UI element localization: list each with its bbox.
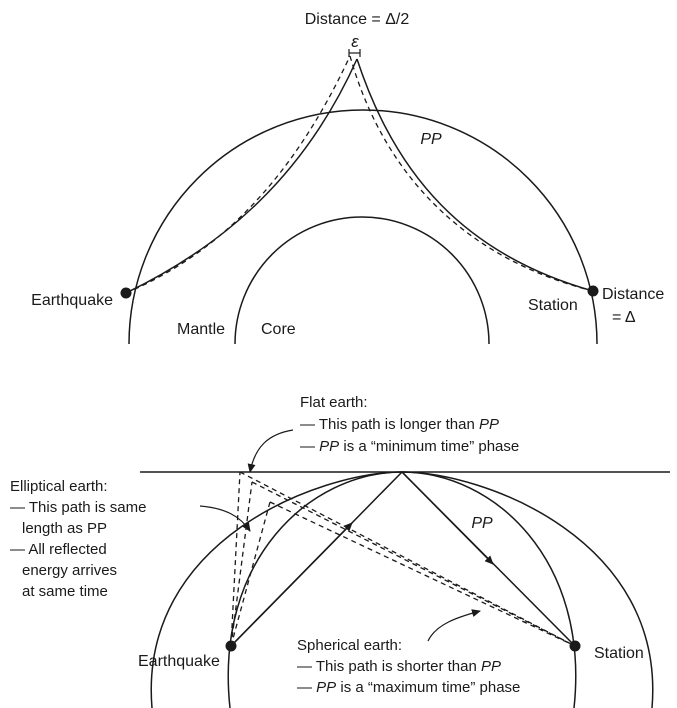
elliptical-earth-line2: length as PP <box>22 520 107 537</box>
flat-earth-title: Flat earth: <box>300 394 368 411</box>
flat-earth-line1: — This path is longer than PP <box>300 416 499 433</box>
elliptical-earth-line5: at same time <box>22 583 108 600</box>
earthquake-label-bottom: Earthquake <box>138 653 220 670</box>
flat-earth-line2: — PP is a “minimum time” phase <box>300 438 519 455</box>
pp-label-bottom: PP <box>471 515 493 532</box>
top-diagram: Distance = Δ/2 ε PP Earthquake Station D… <box>31 11 664 344</box>
elliptical-earth-line3: — All reflected <box>10 541 107 558</box>
earthquake-marker <box>121 288 132 299</box>
bottom-diagram: Flat earth: — This path is longer than P… <box>10 394 670 708</box>
elliptical-earth-title: Elliptical earth: <box>10 478 108 495</box>
dashed-ray-left <box>126 56 350 293</box>
mantle-label: Mantle <box>177 321 225 338</box>
elliptical-earth-line1: — This path is same <box>10 499 146 516</box>
elliptical-earth-pointer <box>200 506 250 531</box>
sphere-path-down <box>270 502 575 646</box>
pp-ray-left <box>126 59 357 293</box>
dashed-ray-right <box>350 56 593 291</box>
pp-ray-right <box>357 59 593 291</box>
distance-label-line2: = Δ <box>612 309 636 326</box>
station-marker-bottom <box>570 641 581 652</box>
earth-surface-arc <box>129 110 597 344</box>
station-marker <box>588 286 599 297</box>
core-label: Core <box>261 321 296 338</box>
station-label-top: Station <box>528 297 578 314</box>
spherical-earth-line1: — This path is shorter than PP <box>297 658 501 675</box>
earthquake-marker-bottom <box>226 641 237 652</box>
distance-half-label: Distance = Δ/2 <box>305 11 410 28</box>
station-label-bottom: Station <box>594 645 644 662</box>
ellipse-path-down <box>252 482 575 646</box>
earthquake-label-top: Earthquake <box>31 292 113 309</box>
sphere-path-up <box>231 502 270 646</box>
spherical-earth-line2: — PP is a “maximum time” phase <box>297 679 520 696</box>
pp-arrow-up <box>231 523 352 646</box>
epsilon-label: ε <box>351 32 359 51</box>
spherical-earth-title: Spherical earth: <box>297 637 402 654</box>
pp-label-top: PP <box>420 131 442 148</box>
elliptical-earth-line4: energy arrives <box>22 562 117 579</box>
flat-path-down <box>240 472 575 646</box>
flat-earth-pointer <box>250 430 293 472</box>
spherical-earth-pointer <box>428 611 480 641</box>
distance-label-line1: Distance <box>602 286 664 303</box>
